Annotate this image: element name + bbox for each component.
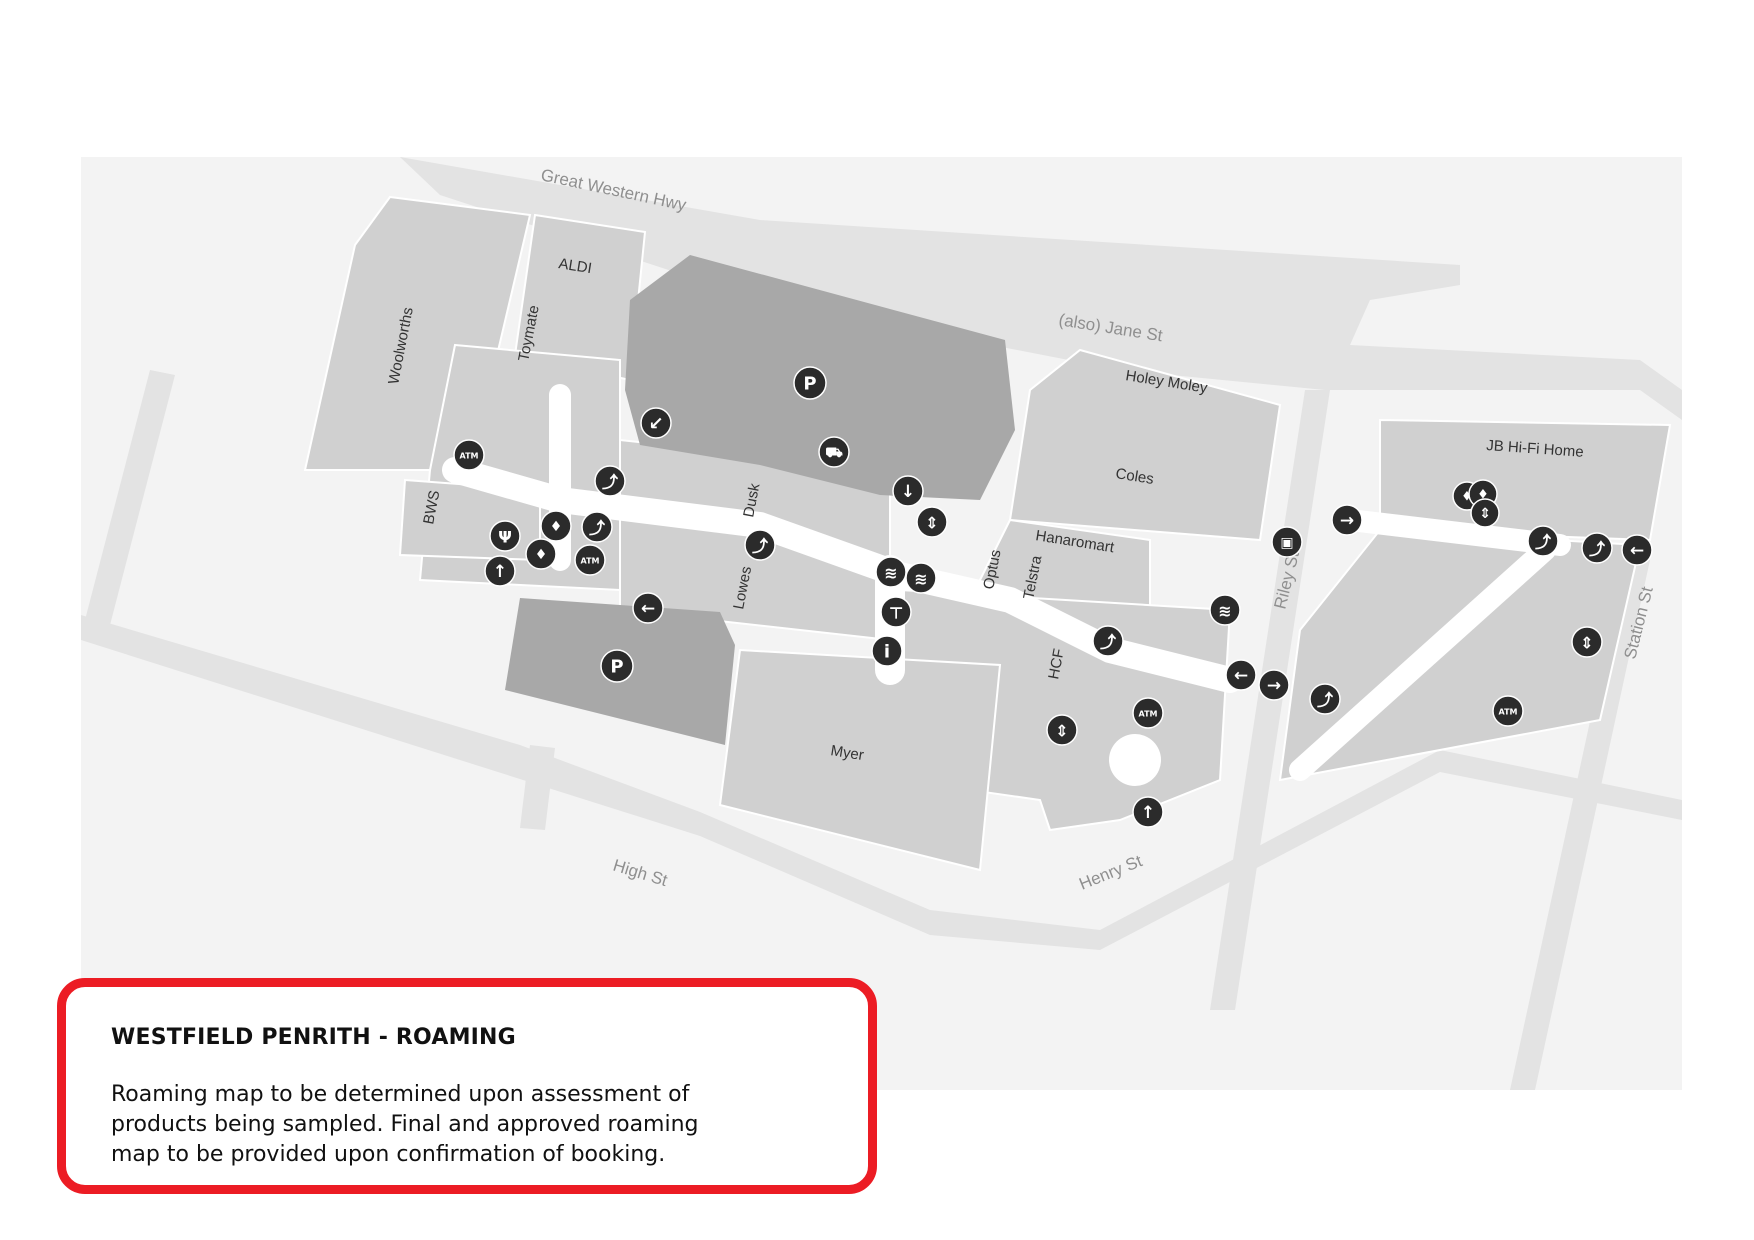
svg-text:≋: ≋ <box>914 570 927 589</box>
stairs-icon: ≋ <box>905 562 937 594</box>
roaming-info-box: WESTFIELD PENRITH - ROAMING Roaming map … <box>57 978 877 1194</box>
building-jb-hifi <box>1379 418 1672 542</box>
escalator-icon: ⤴ <box>1581 532 1613 564</box>
svg-text:ATM: ATM <box>1139 710 1158 719</box>
lift-icon: ⇕ <box>1571 626 1603 658</box>
svg-text:⇕: ⇕ <box>1580 634 1593 653</box>
road-lane-bottom <box>520 745 555 830</box>
svg-text:▣: ▣ <box>1280 535 1293 551</box>
svg-text:P: P <box>610 657 623 678</box>
svg-text:↑: ↑ <box>493 562 507 582</box>
food-court-icon: Ψ <box>489 520 521 552</box>
parking-icon: P <box>600 649 634 683</box>
arrow-left-icon: ← <box>1621 534 1653 566</box>
info-box-title: WESTFIELD PENRITH - ROAMING <box>111 1025 516 1050</box>
svg-text:≋: ≋ <box>884 564 897 583</box>
svg-text:⤴: ⤴ <box>589 519 606 538</box>
svg-text:⇕: ⇕ <box>1479 506 1491 522</box>
svg-text:←: ← <box>1630 541 1644 561</box>
svg-text:⊤: ⊤ <box>889 604 904 623</box>
svg-text:ATM: ATM <box>460 452 479 461</box>
svg-text:ATM: ATM <box>1499 708 1518 717</box>
info-box-line: products being sampled. Final and approv… <box>111 1112 699 1137</box>
svg-text:⤴: ⤴ <box>1535 533 1552 552</box>
svg-text:ATM: ATM <box>581 557 600 566</box>
stairs-icon: ≋ <box>1209 594 1241 626</box>
walkway-east-link <box>1339 509 1571 556</box>
atm-icon: ATM <box>1132 697 1164 729</box>
arrow-left-icon: ← <box>632 592 664 624</box>
arrow-right-icon: → <box>1331 504 1363 536</box>
atm-icon: ATM <box>453 439 485 471</box>
road-lane-left <box>85 370 175 625</box>
walkway-east-diagonal <box>1289 539 1556 781</box>
lift-icon: ⇕ <box>1470 498 1500 528</box>
arrow-up-icon: ↑ <box>1132 796 1164 828</box>
fountain-icon: ⊤ <box>880 596 912 628</box>
svg-text:↙: ↙ <box>648 414 663 435</box>
taxi-icon: ⛟ <box>818 436 850 468</box>
store-label-coles: Coles <box>1114 465 1155 488</box>
info-box-line: map to be provided upon confirmation of … <box>111 1142 666 1167</box>
svg-text:↓: ↓ <box>901 482 915 502</box>
building-coles <box>1008 348 1282 542</box>
svg-text:⇕: ⇕ <box>1055 722 1068 741</box>
road-station-st <box>1510 560 1650 1090</box>
store-label-aldi: ALDI <box>557 255 593 277</box>
walkway-plaza <box>1109 734 1161 786</box>
lift-icon: ⇕ <box>916 506 948 538</box>
svg-text:≋: ≋ <box>1218 602 1231 621</box>
svg-text:⇕: ⇕ <box>925 514 938 533</box>
svg-text:⤴: ⤴ <box>602 473 619 492</box>
arrow-up-icon: ↑ <box>484 555 516 587</box>
info-box-line: Roaming map to be determined upon assess… <box>111 1082 690 1107</box>
svg-text:P: P <box>803 374 816 395</box>
info-box-body: Roaming map to be determined upon assess… <box>111 1080 828 1170</box>
arrow-down-icon: ↓ <box>892 475 924 507</box>
arrow-left-icon: ← <box>1225 659 1257 691</box>
stairs-icon: ≋ <box>875 556 907 588</box>
bus-icon: ▣ <box>1271 526 1303 558</box>
escalator-icon: ⤴ <box>1092 625 1124 657</box>
svg-text:♦: ♦ <box>1461 490 1473 505</box>
escalator-icon: ⤴ <box>594 465 626 497</box>
parking-icon: P <box>793 366 827 400</box>
svg-text:↑: ↑ <box>1141 803 1155 823</box>
svg-text:⛟: ⛟ <box>825 445 843 461</box>
svg-text:⤴: ⤴ <box>1317 691 1334 710</box>
svg-text:←: ← <box>1234 666 1248 686</box>
restroom-icon: ♦ <box>540 510 572 542</box>
atm-icon: ATM <box>574 544 606 576</box>
svg-text:→: → <box>1267 676 1281 696</box>
svg-text:→: → <box>1340 511 1354 531</box>
escalator-icon: ⤴ <box>581 511 613 543</box>
svg-text:⤴: ⤴ <box>752 537 769 556</box>
svg-text:i: i <box>884 642 890 663</box>
atm-icon: ATM <box>1492 695 1524 727</box>
arrow-down-left-icon: ↙ <box>640 407 672 439</box>
restroom-icon: ♦ <box>525 538 557 570</box>
svg-text:⤴: ⤴ <box>1589 540 1606 559</box>
store-label-dusk: Dusk <box>740 481 763 518</box>
svg-text:Ψ: Ψ <box>498 528 512 547</box>
road-great-western-hwy <box>400 157 1682 420</box>
escalator-icon: ⤴ <box>744 529 776 561</box>
svg-text:⤴: ⤴ <box>1100 633 1117 652</box>
svg-text:♦: ♦ <box>1477 488 1489 503</box>
store-label-jb-hifi-home: JB Hi-Fi Home <box>1486 437 1584 461</box>
map-icons: P P ATM ATM ATM ATM ↙ ⛟ ↓ ⤴ ⇕ Ψ ♦ ⤴ ♦ ↑ … <box>453 366 1653 828</box>
escalator-icon: ⤴ <box>1527 525 1559 557</box>
svg-text:♦: ♦ <box>550 519 563 535</box>
escalator-icon: ⤴ <box>1309 683 1341 715</box>
info-icon: i <box>871 635 903 667</box>
store-label-hcf: HCF <box>1045 647 1068 681</box>
building-myer <box>718 648 1002 872</box>
svg-text:←: ← <box>641 599 655 619</box>
lift-icon: ⇕ <box>1046 714 1078 746</box>
arrow-right-icon: → <box>1258 669 1290 701</box>
store-label-bws: BWS <box>420 489 443 526</box>
store-label-myer: Myer <box>829 742 865 764</box>
svg-text:♦: ♦ <box>535 547 548 563</box>
